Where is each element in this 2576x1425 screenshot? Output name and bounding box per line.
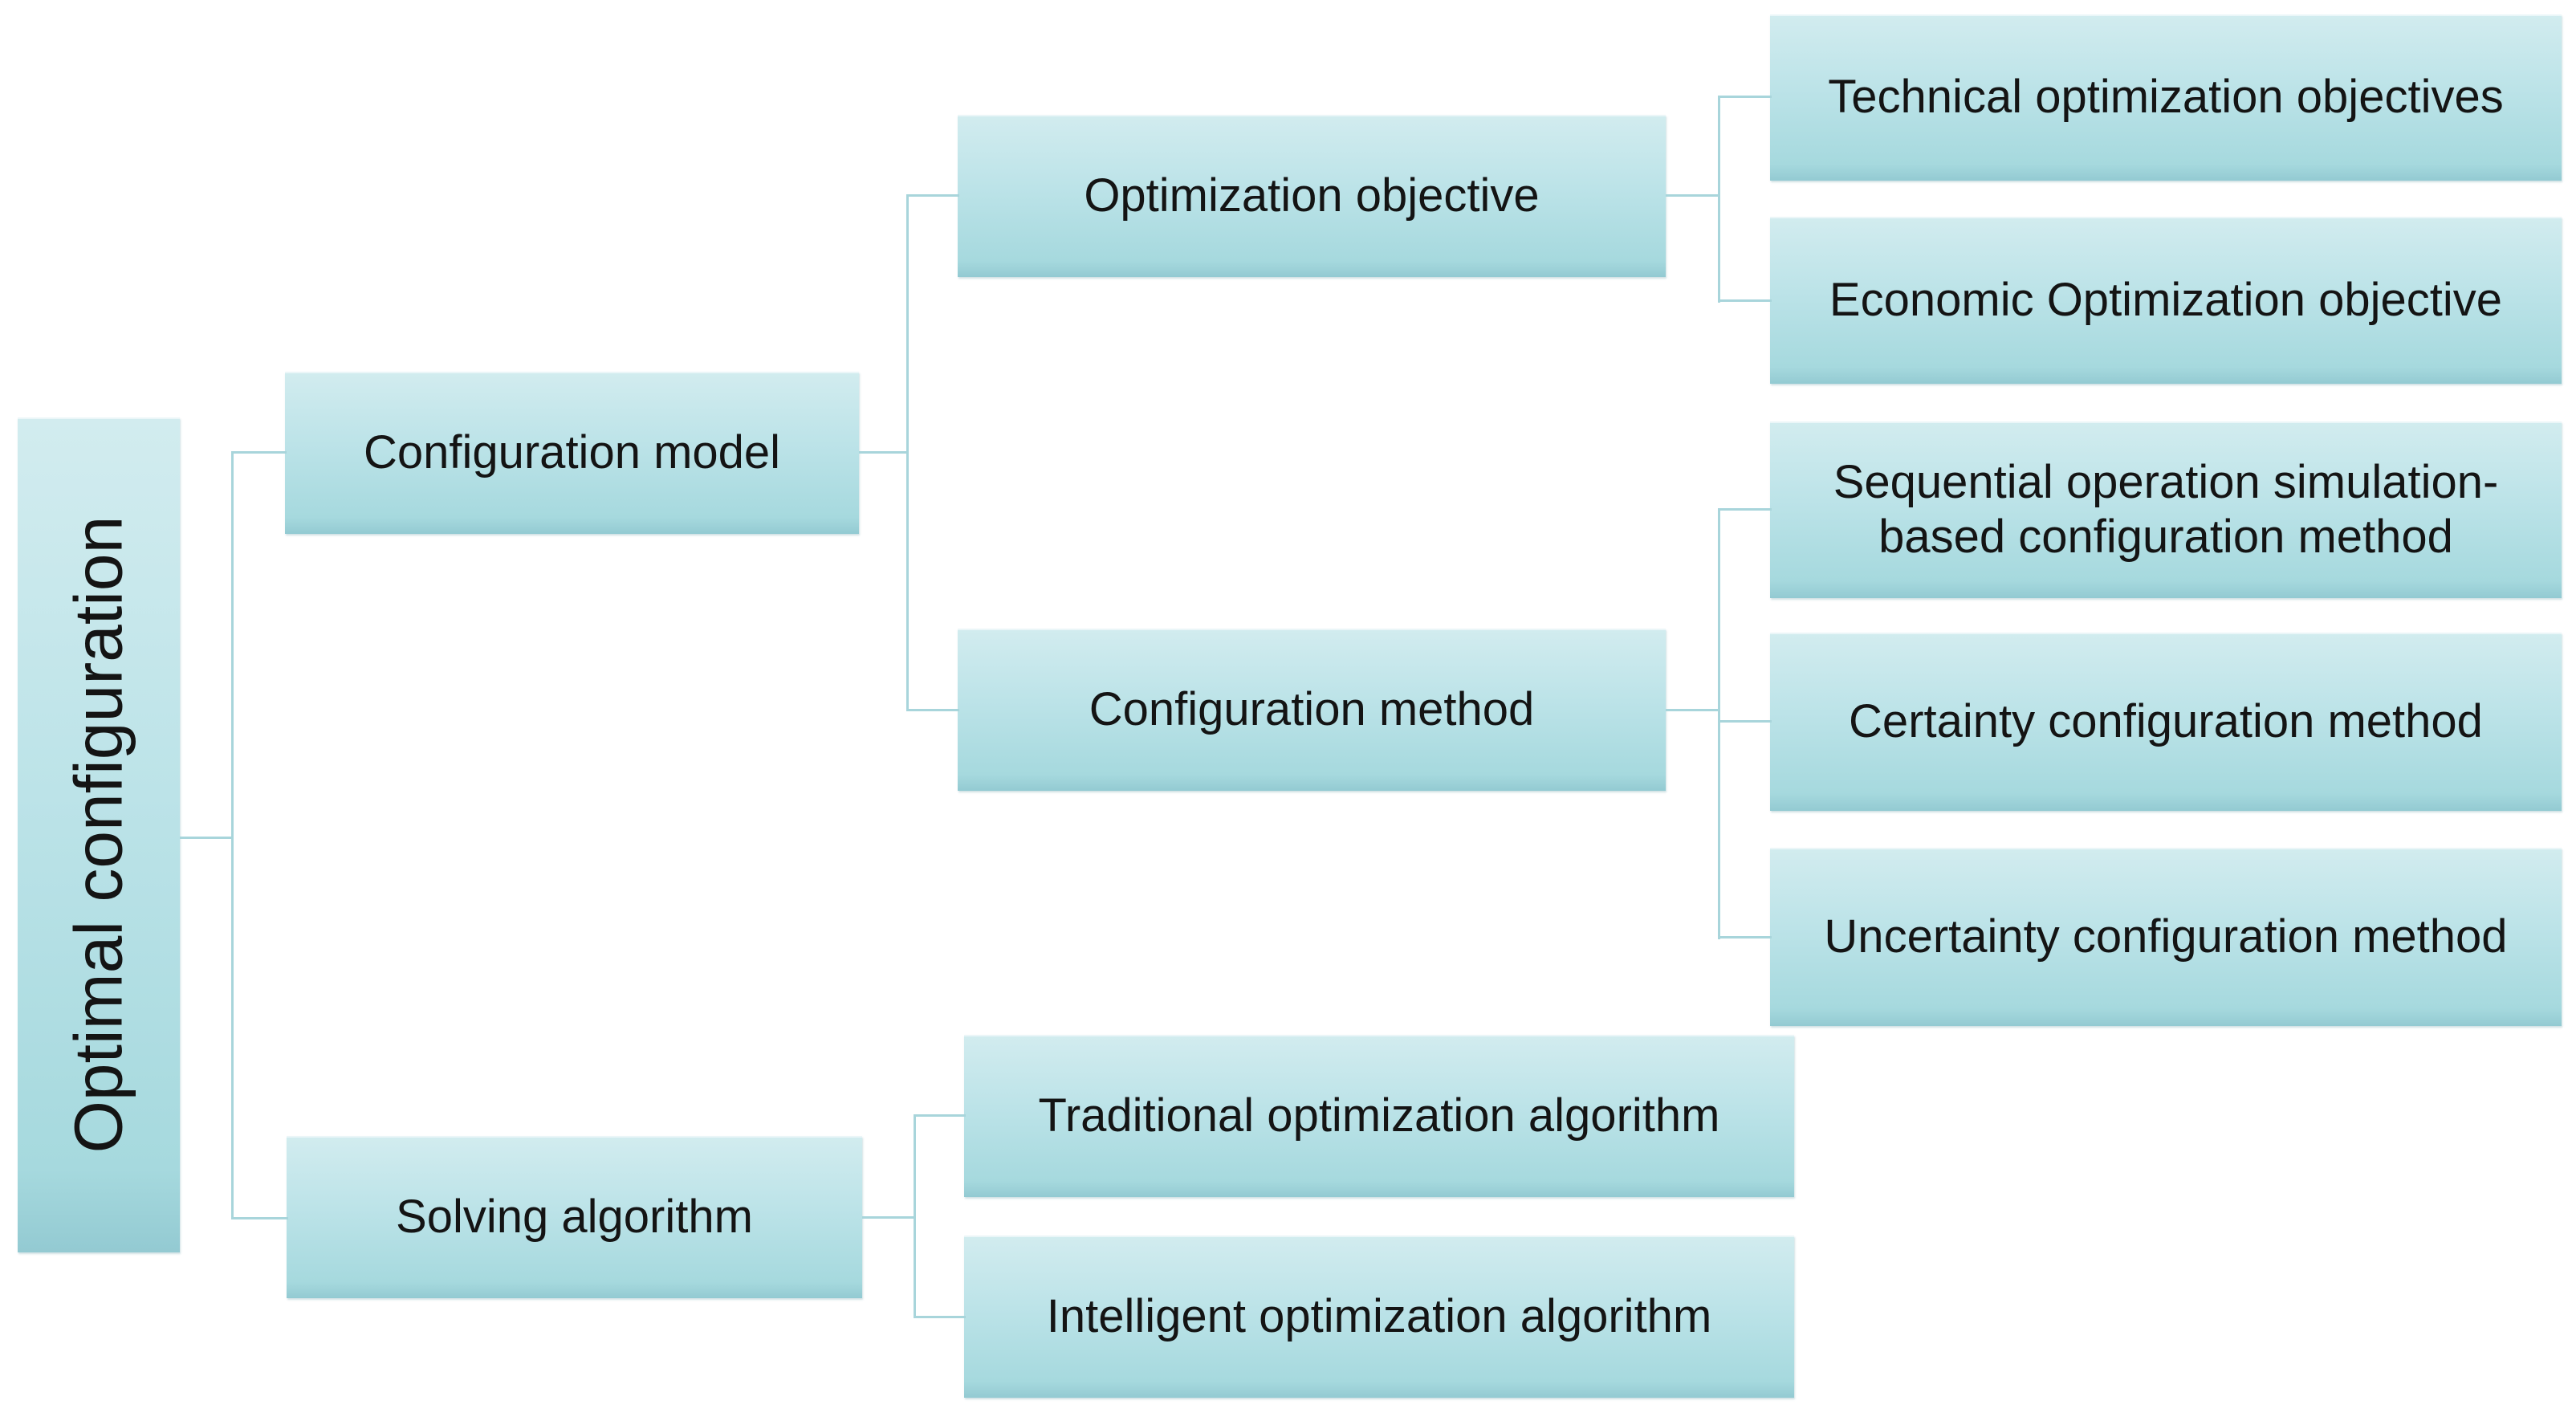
connector-to-configuration-method xyxy=(906,709,959,711)
connector-to-certainty-method xyxy=(1718,720,1772,723)
connector-solving-algorithm-trunk xyxy=(914,1114,916,1318)
node-traditional-optimization-algorithm: Traditional optimization algorithm xyxy=(964,1035,1794,1197)
connector-to-sequential-method xyxy=(1718,508,1772,511)
connector-optimization-objective-trunk xyxy=(1718,96,1720,303)
node-configuration-model: Configuration model xyxy=(285,372,859,534)
connector-to-uncertainty-method xyxy=(1718,936,1772,938)
connector-to-economic-objective xyxy=(1718,299,1772,302)
node-sequential-operation-simulation-method: Sequential operation simulation- based c… xyxy=(1770,421,2562,598)
node-technical-optimization-objectives: Technical optimization objectives xyxy=(1770,14,2562,181)
node-intelligent-optimization-algorithm-label: Intelligent optimization algorithm xyxy=(1046,1289,1712,1342)
connector-configuration-model-trunk xyxy=(906,194,909,711)
connector-configuration-model-stub xyxy=(859,451,908,454)
connector-configuration-method-stub xyxy=(1666,709,1719,711)
connector-root-stub xyxy=(180,837,233,839)
connector-root-to-configuration-model xyxy=(231,451,287,454)
node-traditional-optimization-algorithm-label: Traditional optimization algorithm xyxy=(1038,1089,1720,1142)
node-optimal-configuration: Optimal configuration xyxy=(18,417,180,1252)
connector-optimization-objective-stub xyxy=(1666,194,1719,197)
connector-to-traditional-algorithm xyxy=(914,1114,966,1117)
connector-to-technical-objectives xyxy=(1718,96,1772,98)
connector-to-intelligent-algorithm xyxy=(914,1316,966,1318)
node-sequential-operation-simulation-method-label: Sequential operation simulation- based c… xyxy=(1833,455,2499,563)
node-economic-optimization-objective: Economic Optimization objective xyxy=(1770,217,2562,384)
node-solving-algorithm-label: Solving algorithm xyxy=(396,1190,753,1243)
node-optimal-configuration-label: Optimal configuration xyxy=(60,516,136,1154)
node-optimization-objective-label: Optimization objective xyxy=(1084,169,1540,222)
node-economic-optimization-objective-label: Economic Optimization objective xyxy=(1829,273,2503,326)
node-configuration-method-label: Configuration method xyxy=(1089,682,1535,735)
node-solving-algorithm: Solving algorithm xyxy=(287,1136,862,1298)
connector-root-trunk xyxy=(231,451,234,1219)
connector-root-to-solving-algorithm xyxy=(231,1217,288,1219)
node-configuration-method: Configuration method xyxy=(958,629,1666,791)
node-intelligent-optimization-algorithm: Intelligent optimization algorithm xyxy=(964,1236,1794,1398)
node-uncertainty-configuration-method-label: Uncertainty configuration method xyxy=(1824,910,2508,963)
node-uncertainty-configuration-method: Uncertainty configuration method xyxy=(1770,848,2562,1026)
node-technical-optimization-objectives-label: Technical optimization objectives xyxy=(1828,71,2504,124)
node-certainty-configuration-method-label: Certainty configuration method xyxy=(1849,694,2483,747)
node-certainty-configuration-method: Certainty configuration method xyxy=(1770,633,2562,811)
node-configuration-model-label: Configuration model xyxy=(363,425,781,478)
connector-solving-algorithm-stub xyxy=(862,1216,915,1219)
connector-to-optimization-objective xyxy=(906,194,959,197)
connector-configuration-method-trunk xyxy=(1718,508,1720,939)
node-optimization-objective: Optimization objective xyxy=(958,115,1666,277)
